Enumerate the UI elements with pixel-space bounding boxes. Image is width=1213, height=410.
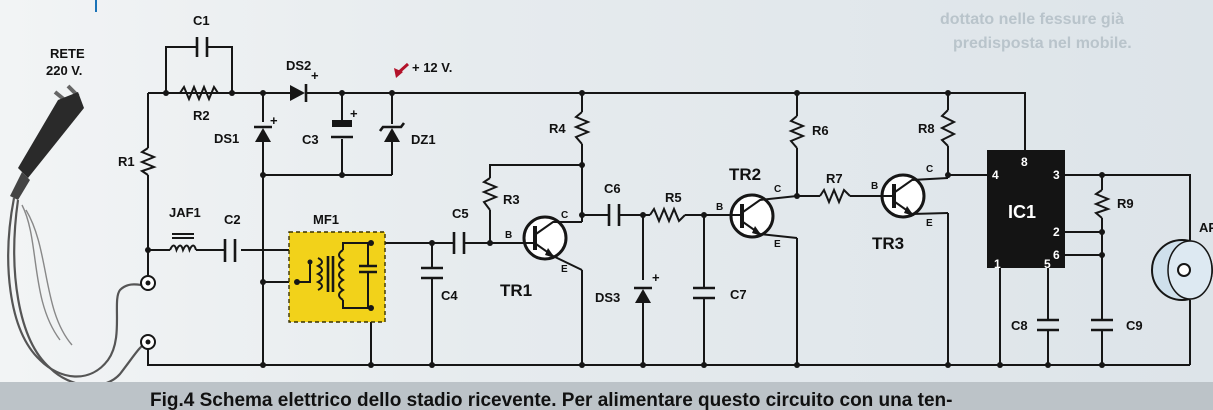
diode-ds1: [254, 125, 272, 142]
resistor-r1: [139, 147, 157, 176]
label-r8: R8: [918, 121, 935, 136]
mains-plug-icon: [10, 84, 84, 200]
label-12v: + 12 V.: [412, 60, 452, 75]
label-c1: C1: [193, 13, 210, 28]
resistor-r2: [179, 84, 219, 102]
figure-caption: Fig.4 Schema elettrico dello stadio rice…: [150, 390, 952, 410]
label-ap: AP: [1199, 220, 1213, 235]
tr2-pin-b: B: [716, 202, 723, 213]
ic1-pin-4: 4: [992, 168, 999, 182]
zener-diode-dz1: [378, 122, 406, 142]
label-ds2: DS2: [286, 58, 311, 73]
capacitor-c9: [1091, 318, 1113, 332]
junction-dots: [145, 90, 1105, 368]
mains-label-rete: RETE: [50, 46, 85, 61]
buzzer-ap-icon: [1151, 239, 1213, 301]
if-transformer-mf1: [288, 231, 386, 323]
resistor-r3: [481, 177, 499, 211]
label-r9: R9: [1117, 196, 1134, 211]
ic1-pin-2: 2: [1053, 225, 1060, 239]
capacitor-c4: [421, 266, 443, 280]
label-r6: R6: [812, 123, 829, 138]
label-dz1: DZ1: [411, 132, 436, 147]
resistor-r4: [573, 111, 591, 145]
label-r2: R2: [193, 108, 210, 123]
tr1-pin-b: B: [505, 230, 512, 241]
label-r5: R5: [665, 190, 682, 205]
c3-polarity: +: [350, 106, 358, 121]
voltage-arrow-icon: [394, 62, 410, 78]
ds3-polarity: +: [652, 270, 660, 285]
transistor-tr2-npn: [722, 193, 798, 239]
resistor-r5: [649, 206, 686, 224]
caption-bar: [0, 382, 1213, 410]
ic1-pin-5: 5: [1044, 257, 1051, 271]
tr3-pin-b: B: [871, 181, 878, 192]
capacitor-c8: [1037, 318, 1059, 332]
label-ds3: DS3: [595, 290, 620, 305]
label-c3: C3: [302, 132, 319, 147]
transistor-tr3-npn: [880, 173, 949, 219]
mains-terminal-top: [140, 275, 156, 291]
ic1-pin-6: 6: [1053, 248, 1060, 262]
background-text-line1: dottato nelle fessure già: [940, 11, 1124, 28]
ic1-chip: [987, 150, 1065, 268]
label-mf1: MF1: [313, 212, 339, 227]
ic1-pin-1: 1: [994, 257, 1001, 271]
capacitor-c2: [223, 239, 237, 262]
mains-label-voltage: 220 V.: [46, 63, 82, 78]
tr3-pin-e: E: [926, 218, 933, 229]
label-tr2: TR2: [729, 165, 761, 184]
circuit-wires: [147, 46, 1191, 366]
mains-cable-1: [7, 197, 150, 378]
ic1-pin-8: 8: [1021, 155, 1028, 169]
capacitor-c5: [452, 232, 466, 254]
capacitor-c7: [693, 286, 715, 300]
resistor-r6: [788, 115, 806, 149]
diode-ds3: [634, 286, 652, 303]
resistor-r9: [1093, 189, 1111, 219]
ds2-polarity: +: [311, 68, 319, 83]
label-c8: C8: [1011, 318, 1028, 333]
label-c4: C4: [441, 288, 458, 303]
capacitor-c1: [195, 37, 209, 57]
label-tr3: TR3: [872, 234, 904, 253]
tr3-pin-c: C: [926, 164, 933, 175]
ds1-polarity: +: [270, 113, 278, 128]
ic1-pin-3: 3: [1053, 168, 1060, 182]
label-c6: C6: [604, 181, 621, 196]
label-r7: R7: [826, 171, 843, 186]
tr2-pin-c: C: [774, 184, 781, 195]
tr2-pin-e: E: [774, 239, 781, 250]
label-tr1: TR1: [500, 281, 532, 300]
label-c2: C2: [224, 212, 241, 227]
label-jaf1: JAF1: [169, 205, 201, 220]
label-r1: R1: [118, 154, 135, 169]
label-r3: R3: [503, 192, 520, 207]
resistor-r8: [939, 109, 957, 147]
label-r4: R4: [549, 121, 566, 136]
label-c5: C5: [452, 206, 469, 221]
diode-ds2: [290, 84, 308, 102]
tr1-pin-c: C: [561, 210, 568, 221]
resistor-r7: [819, 187, 851, 205]
inductor-jaf1: [169, 233, 197, 253]
mains-cable-2: [13, 199, 149, 387]
label-c7: C7: [730, 287, 747, 302]
mains-terminal-bottom: [140, 334, 156, 350]
capacitor-c3-electrolytic: [331, 120, 353, 139]
background-text-line2: predisposta nel mobile.: [953, 35, 1132, 52]
tr1-pin-e: E: [561, 264, 568, 275]
label-ic1: IC1: [1008, 202, 1036, 222]
label-c9: C9: [1126, 318, 1143, 333]
label-ds1: DS1: [214, 131, 239, 146]
transistor-tr1-npn: [490, 215, 583, 271]
capacitor-c6: [607, 204, 621, 226]
